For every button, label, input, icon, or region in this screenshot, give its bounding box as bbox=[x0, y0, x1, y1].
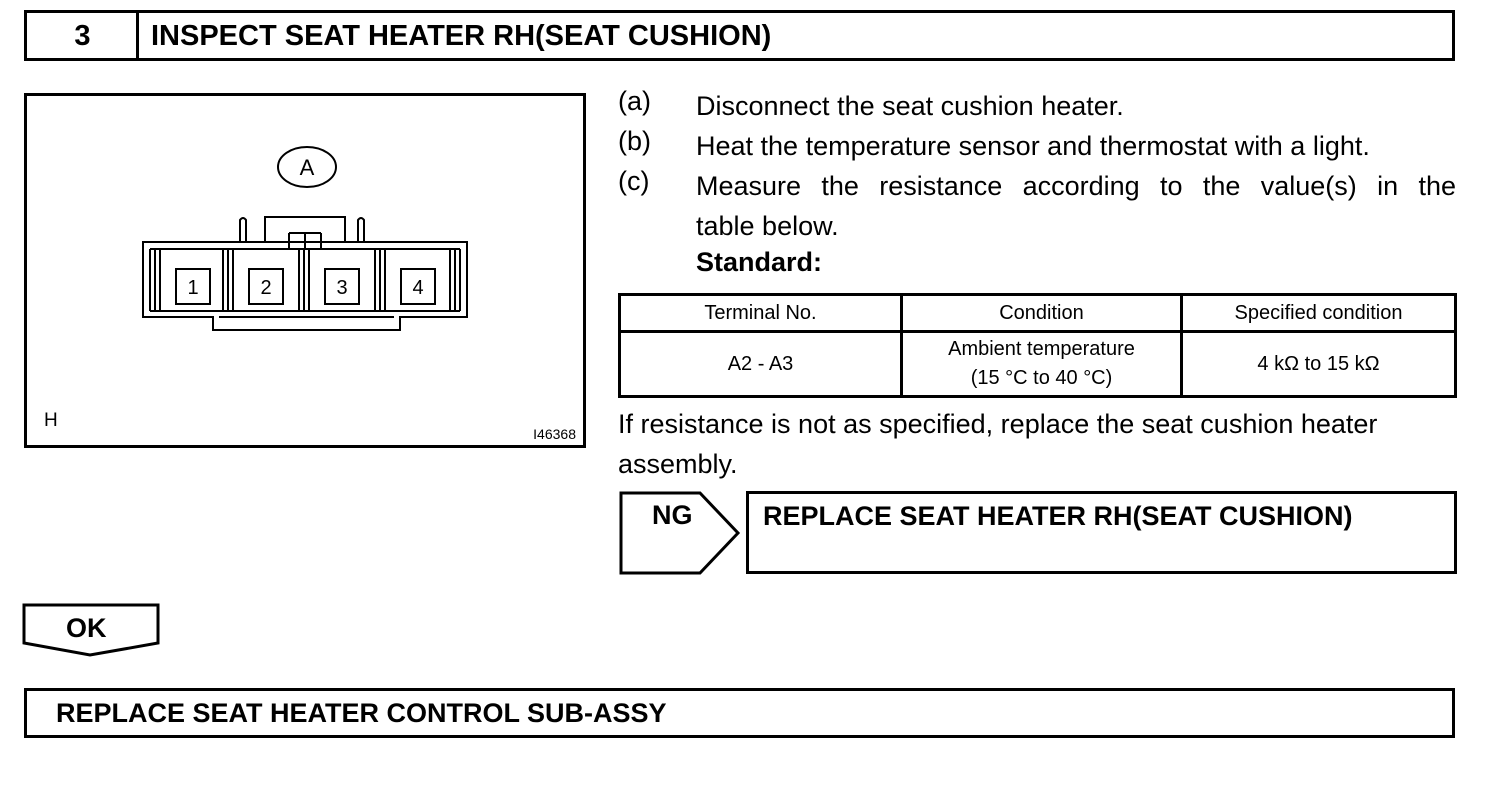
header-terminal: Terminal No. bbox=[618, 293, 903, 333]
instruction-c-letter: (c) bbox=[618, 166, 650, 196]
connector-latch bbox=[264, 216, 346, 242]
connector-illustration: A bbox=[24, 93, 586, 448]
figure-corner-label: H bbox=[44, 410, 58, 431]
instruction-a-text: Disconnect the seat cushion heater. bbox=[696, 91, 1124, 121]
header-condition: Condition bbox=[900, 293, 1183, 333]
pin-1-box bbox=[175, 268, 211, 305]
pin-3-box bbox=[324, 268, 360, 305]
pin-3-label: 3 bbox=[336, 277, 347, 299]
table-header-row: Terminal No. Condition Specified conditi… bbox=[618, 293, 1457, 333]
instruction-b-text: Heat the temperature sensor and thermost… bbox=[696, 131, 1370, 161]
table-row: A2 - A3 Ambient temperature (15 °C to 40… bbox=[618, 330, 1457, 398]
ng-label: NG bbox=[652, 500, 693, 530]
ok-label: OK bbox=[66, 613, 107, 643]
instruction-a-letter: (a) bbox=[618, 86, 651, 116]
illustration-id: I46368 bbox=[533, 426, 576, 442]
connector-label-ellipse bbox=[277, 146, 337, 188]
instruction-c-text-line1: Measure the resistance according to the … bbox=[696, 171, 1456, 201]
instruction-c-text-line2: table below. bbox=[696, 211, 839, 241]
header-specified: Specified condition bbox=[1180, 293, 1457, 333]
instruction-b-letter: (b) bbox=[618, 126, 651, 156]
cell-condition-line1: Ambient temperature bbox=[948, 338, 1135, 360]
pin-4-box bbox=[400, 268, 436, 305]
standard-label: Standard: bbox=[696, 247, 823, 277]
connector-housing bbox=[142, 241, 468, 331]
pin-1-label: 1 bbox=[187, 277, 198, 299]
cell-condition: Ambient temperature (15 °C to 40 °C) bbox=[900, 330, 1183, 398]
step-number: 3 bbox=[24, 10, 138, 61]
ok-arrow-icon bbox=[22, 603, 160, 657]
ng-action-box: REPLACE SEAT HEATER RH(SEAT CUSHION) bbox=[746, 491, 1457, 574]
pin-2-box bbox=[248, 268, 284, 305]
spec-table: Terminal No. Condition Specified conditi… bbox=[618, 293, 1457, 398]
ng-arrow-icon bbox=[619, 491, 741, 575]
pin-4-label: 4 bbox=[412, 277, 423, 299]
cell-terminal: A2 - A3 bbox=[618, 330, 903, 398]
cell-condition-line2: (15 °C to 40 °C) bbox=[970, 367, 1113, 389]
pin-2-label: 2 bbox=[260, 277, 271, 299]
resistance-note: If resistance is not as specified, repla… bbox=[618, 409, 1378, 479]
cell-specified: 4 kΩ to 15 kΩ bbox=[1180, 330, 1457, 398]
step-title: INSPECT SEAT HEATER RH(SEAT CUSHION) bbox=[136, 10, 1455, 61]
connector-label: A bbox=[300, 155, 315, 180]
final-action-box: REPLACE SEAT HEATER CONTROL SUB-ASSY bbox=[24, 688, 1455, 738]
connector-diagram: A bbox=[142, 146, 468, 331]
